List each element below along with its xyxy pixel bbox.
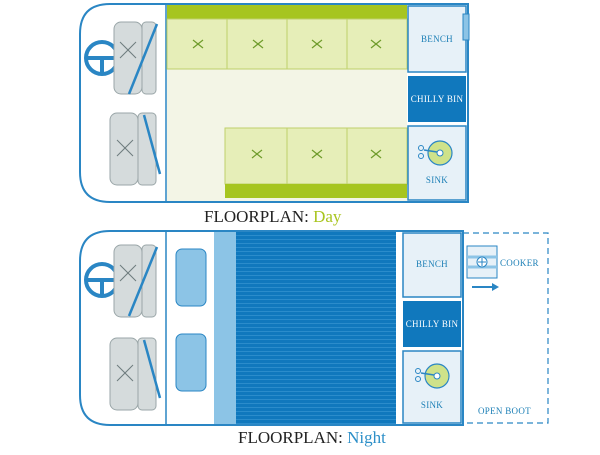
day-chilly-bin (408, 76, 466, 122)
seat-icon (113, 21, 159, 95)
night-sink-label: SINK (420, 400, 444, 410)
night-chilly-bin-label: CHILLY BIN (405, 319, 459, 329)
day-chilly-bin-label: CHILLY BIN (410, 94, 464, 104)
night-bed (236, 232, 396, 424)
open-boot-area (462, 232, 549, 424)
cooker-label: COOKER (500, 258, 539, 268)
night-title-accent: Night (347, 428, 386, 447)
sink-icon (415, 363, 450, 389)
day-title-accent: Day (313, 207, 342, 226)
night-chilly-bin (403, 301, 461, 347)
night-bed-head (214, 232, 236, 424)
night-bench (402, 232, 462, 298)
day-bottom-lime-strip (225, 184, 407, 198)
day-top-lime-strip (167, 5, 407, 19)
seat-icon (109, 337, 162, 411)
steering-wheel-icon (84, 40, 120, 76)
night-floorplan (79, 230, 549, 426)
night-title-prefix: FLOORPLAN: (238, 428, 343, 447)
cooker-icon (466, 245, 498, 279)
night-seat-cushion (175, 248, 207, 307)
day-sink-label: SINK (425, 175, 449, 185)
seat-icon (109, 112, 162, 186)
night-seat-cushion (175, 333, 207, 392)
steering-wheel-icon (84, 262, 120, 298)
open-boot-label: OPEN BOOT (478, 406, 531, 416)
seat-icon (113, 244, 159, 318)
night-bench-label: BENCH (415, 259, 448, 269)
arrow-right-icon (472, 283, 499, 291)
day-bench-handle (462, 13, 470, 41)
sink-icon (418, 140, 453, 166)
day-title-prefix: FLOORPLAN: (204, 207, 309, 226)
day-bottom-cushion-row (224, 127, 408, 185)
day-floorplan (79, 3, 470, 203)
day-bench-label: BENCH (420, 34, 453, 44)
day-title: FLOORPLAN: Day (204, 207, 341, 227)
night-title: FLOORPLAN: Night (238, 428, 386, 448)
day-bench (407, 5, 467, 73)
